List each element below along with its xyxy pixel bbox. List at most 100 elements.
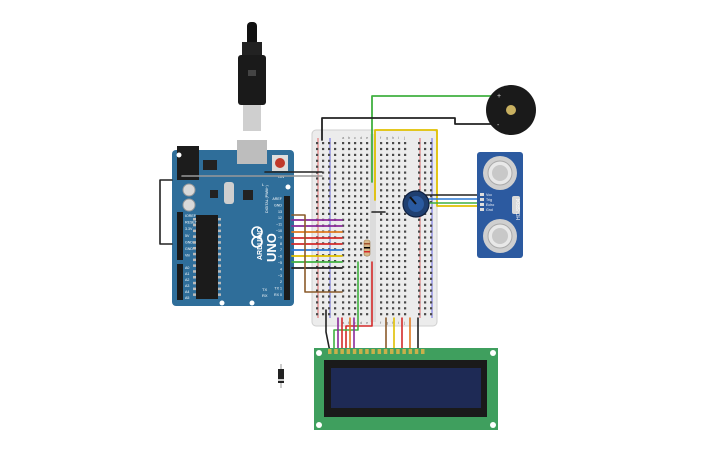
breadboard-hole	[418, 265, 421, 269]
pin-label: A4	[185, 290, 189, 294]
breadboard-hole	[430, 230, 433, 233]
breadboard-hole	[430, 277, 433, 280]
breadboard-hole	[348, 289, 351, 292]
breadboard-hole	[404, 283, 407, 286]
breadboard-hole	[392, 277, 395, 280]
breadboard-hole	[342, 218, 345, 221]
breadboard-hole	[386, 265, 389, 269]
breadboard-hole	[392, 283, 395, 286]
breadboard-hole	[360, 260, 363, 263]
breadboard-letter: h	[392, 320, 394, 325]
usb-plug-body	[238, 55, 266, 105]
breadboard-hole	[366, 260, 369, 263]
breadboard-hole	[348, 295, 351, 298]
breadboard-hole	[380, 230, 383, 233]
breadboard-hole	[430, 313, 433, 316]
breadboard-hole	[354, 218, 357, 221]
breadboard-hole	[360, 230, 363, 233]
breadboard-hole	[430, 159, 433, 162]
breadboard-hole	[398, 260, 401, 263]
breadboard-hole	[380, 165, 383, 168]
breadboard-hole	[430, 248, 433, 251]
breadboard-hole	[424, 254, 427, 257]
breadboard-hole	[348, 313, 351, 316]
pin-label: ~6	[278, 255, 282, 259]
wire-black-buzzer	[321, 117, 501, 141]
lcd-pin	[334, 349, 338, 354]
breadboard-hole	[392, 142, 395, 145]
breadboard-hole	[334, 165, 337, 168]
breadboard-hole	[348, 236, 351, 239]
breadboard-letter: j	[403, 320, 405, 325]
breadboard-hole	[398, 147, 401, 151]
breadboard-hole	[316, 165, 319, 168]
breadboard-hole	[386, 201, 389, 204]
pin-label: RESET	[185, 221, 198, 225]
wires	[159, 95, 501, 353]
breadboard-hole	[430, 307, 433, 310]
breadboard-hole	[380, 277, 383, 280]
breadboard-hole	[316, 277, 319, 280]
breadboard-hole	[424, 265, 427, 269]
rx-label: RX	[262, 293, 268, 298]
power-header	[177, 212, 183, 260]
breadboard-hole	[404, 301, 407, 304]
breadboard-hole	[348, 142, 351, 145]
pin-label: GND	[274, 203, 282, 207]
breadboard-hole	[348, 260, 351, 263]
breadboard-hole	[424, 271, 427, 274]
breadboard-letter: e	[366, 320, 369, 325]
breadboard-hole	[418, 248, 421, 251]
breadboard-hole	[386, 153, 389, 156]
potentiometer-knob-icon	[409, 196, 417, 205]
breadboard-letter: c	[354, 320, 356, 325]
breadboard-hole	[354, 165, 357, 168]
breadboard-hole	[424, 189, 427, 192]
breadboard-hole	[334, 301, 337, 304]
breadboard-hole	[380, 248, 383, 251]
breadboard-hole	[334, 142, 337, 145]
breadboard-hole	[404, 265, 407, 269]
potentiometer[interactable]	[402, 190, 430, 218]
breadboard-center-gap	[370, 134, 376, 322]
breadboard-hole	[360, 307, 363, 310]
breadboard-hole	[418, 159, 421, 162]
l-label: L	[262, 182, 265, 187]
breadboard-hole	[392, 271, 395, 274]
breadboard-hole	[342, 230, 345, 233]
breadboard-hole	[366, 224, 369, 227]
breadboard-hole	[424, 283, 427, 286]
breadboard-hole	[322, 307, 325, 310]
breadboard-hole	[418, 260, 421, 263]
breadboard-hole	[430, 201, 433, 204]
breadboard-hole	[322, 189, 325, 192]
breadboard-hole	[430, 271, 433, 274]
breadboard-hole	[360, 195, 363, 198]
breadboard-hole	[348, 147, 351, 151]
breadboard-hole	[418, 177, 421, 180]
breadboard-hole	[418, 301, 421, 304]
breadboard-hole	[360, 189, 363, 192]
breadboard-hole	[342, 295, 345, 298]
crystal	[224, 182, 234, 204]
breadboard-hole	[322, 171, 325, 174]
wire-red-lcd	[345, 261, 373, 353]
breadboard-hole	[354, 313, 357, 316]
breadboard-hole	[348, 248, 351, 251]
breadboard-hole	[366, 283, 369, 286]
breadboard-hole	[404, 224, 407, 227]
breadboard-hole	[354, 230, 357, 233]
breadboard-hole	[348, 254, 351, 257]
breadboard-hole	[316, 195, 319, 198]
breadboard-hole	[316, 289, 319, 292]
breadboard-hole	[392, 183, 395, 186]
breadboard-hole	[398, 254, 401, 257]
breadboard-hole	[322, 201, 325, 204]
reset-button[interactable]	[275, 158, 285, 168]
voltage-regulator	[203, 160, 217, 170]
lcd-pin	[346, 349, 351, 354]
breadboard-hole	[424, 165, 427, 168]
